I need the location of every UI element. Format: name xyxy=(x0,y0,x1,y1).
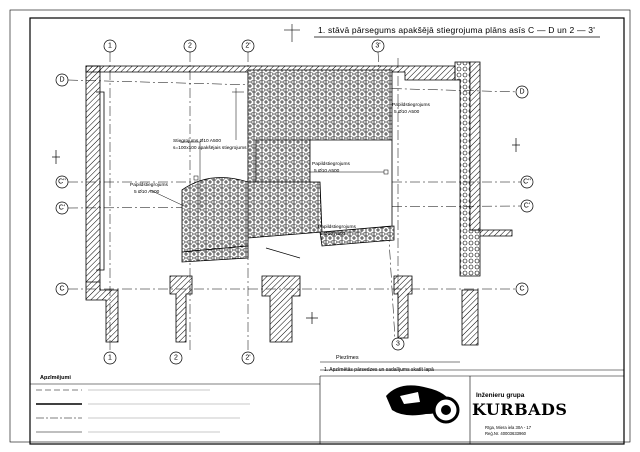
axis-label-3p: 3' xyxy=(375,43,380,50)
callouts: Papildstiegrojums 5 Ø10 A500 Papildstieg… xyxy=(130,102,430,237)
axis-label-2: 2 xyxy=(188,43,192,50)
callout-spec-1: 5 Ø10 A500 xyxy=(394,109,420,115)
company-address: Rīga, Miera iela 30A - 17 xyxy=(485,425,532,430)
axis-label-1-bottom: 1 xyxy=(108,355,112,362)
callout-spec-4: 5 Ø10 A500 xyxy=(320,231,346,237)
callout-spec-5: s=100x100 apakšējais stiegrojums xyxy=(173,145,247,151)
callout-spec-2: 5 Ø10 A500 xyxy=(314,168,340,174)
callout-label-3: Papildstiegrojums xyxy=(130,182,168,188)
axis-bubbles-top xyxy=(103,39,385,53)
title-underline xyxy=(284,24,600,42)
company-registration: Reģ.Nr. 40003633960 xyxy=(485,431,526,436)
axis-labels: 1 2 2' 3' 1 2 2' 3 D C'' C' C D C'' C' C xyxy=(58,43,531,362)
axis-label-2p: 2' xyxy=(245,43,250,50)
company-name: Inženieru grupa xyxy=(476,392,525,399)
axis-bubbles-bottom xyxy=(103,337,405,365)
axis-label-cp-right: C' xyxy=(524,203,530,210)
callout-label-1: Papildstiegrojums xyxy=(392,102,430,108)
callout-spec-3: 5 Ø10 A500 xyxy=(134,189,160,195)
columns xyxy=(169,275,413,343)
notes-block xyxy=(319,361,624,444)
kurbads-logo-icon xyxy=(386,385,460,424)
legend-heading: Apzīmējumi xyxy=(40,375,71,381)
axis-label-cp: C' xyxy=(59,205,65,212)
walls xyxy=(85,61,513,346)
axis-label-d: D xyxy=(59,77,64,84)
axis-label-c-right: C xyxy=(519,286,524,293)
axis-label-cpp: C'' xyxy=(58,179,66,186)
axis-label-d-right: D xyxy=(519,89,524,96)
callout-label-4: Papildstiegrojums xyxy=(318,224,356,230)
legend-block xyxy=(30,383,320,433)
axis-label-3-bottom: 3 xyxy=(396,341,400,348)
slab-reinforcement-area xyxy=(181,69,395,263)
callout-label-2: Papildstiegrojums xyxy=(312,161,350,167)
note-item-1: 1. Apzīmētās pārsedzes un sadalījums ska… xyxy=(324,367,434,373)
axis-label-2-bottom: 2 xyxy=(174,355,178,362)
axis-bubbles-left xyxy=(55,73,69,296)
drawing-title: 1. stāvā pārsegums apakšējā stiegrojuma … xyxy=(318,25,596,35)
notes-heading: Piezīmes xyxy=(336,355,359,361)
callout-label-5: Stiegrojums Ø10 A500 xyxy=(173,138,221,144)
logo-text: KURBADS xyxy=(472,400,568,419)
callout-leaders xyxy=(149,88,391,233)
axis-label-c: C xyxy=(59,286,64,293)
axis-bubbles-right xyxy=(515,85,534,296)
section-marks xyxy=(52,138,520,324)
axis-label-2p-bottom: 2' xyxy=(245,355,250,362)
axis-label-cpp-right: C'' xyxy=(523,179,531,186)
axis-label-1: 1 xyxy=(108,43,112,50)
